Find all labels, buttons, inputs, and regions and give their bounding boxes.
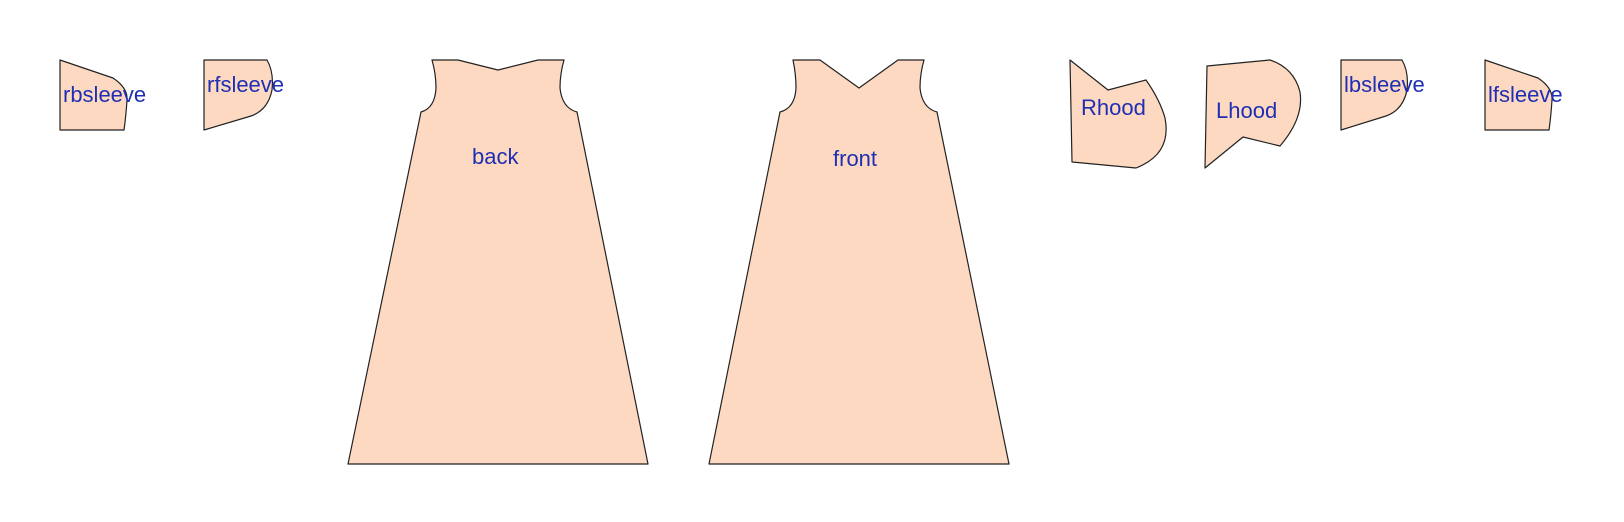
piece-lfsleeve[interactable]: lfsleeve	[1484, 59, 1563, 131]
piece-front[interactable]: front	[708, 59, 1010, 465]
piece-lhood[interactable]: Lhood	[1204, 59, 1302, 169]
piece-lfsleeve-label: lfsleeve	[1488, 82, 1563, 107]
piece-lhood-label: Lhood	[1216, 98, 1277, 123]
piece-front-label: front	[833, 146, 877, 171]
piece-rhood[interactable]: Rhood	[1069, 59, 1167, 169]
piece-rbsleeve-label: rbsleeve	[63, 82, 146, 107]
piece-back-shape	[347, 59, 649, 465]
piece-lbsleeve-label: lbsleeve	[1344, 72, 1425, 97]
piece-rbsleeve[interactable]: rbsleeve	[59, 59, 146, 131]
piece-back-label: back	[472, 144, 519, 169]
piece-back[interactable]: back	[347, 59, 649, 465]
piece-rfsleeve-shape	[203, 59, 274, 131]
piece-lfsleeve-shape	[1484, 59, 1553, 131]
piece-rbsleeve-shape	[59, 59, 128, 131]
piece-rhood-label: Rhood	[1081, 95, 1146, 120]
piece-front-shape	[708, 59, 1010, 465]
piece-lhood-shape	[1204, 59, 1302, 169]
piece-rfsleeve[interactable]: rfsleeve	[203, 59, 284, 131]
piece-lbsleeve-shape	[1340, 59, 1409, 131]
piece-rfsleeve-label: rfsleeve	[207, 72, 284, 97]
piece-lbsleeve[interactable]: lbsleeve	[1340, 59, 1425, 131]
piece-rhood-shape	[1069, 59, 1167, 169]
